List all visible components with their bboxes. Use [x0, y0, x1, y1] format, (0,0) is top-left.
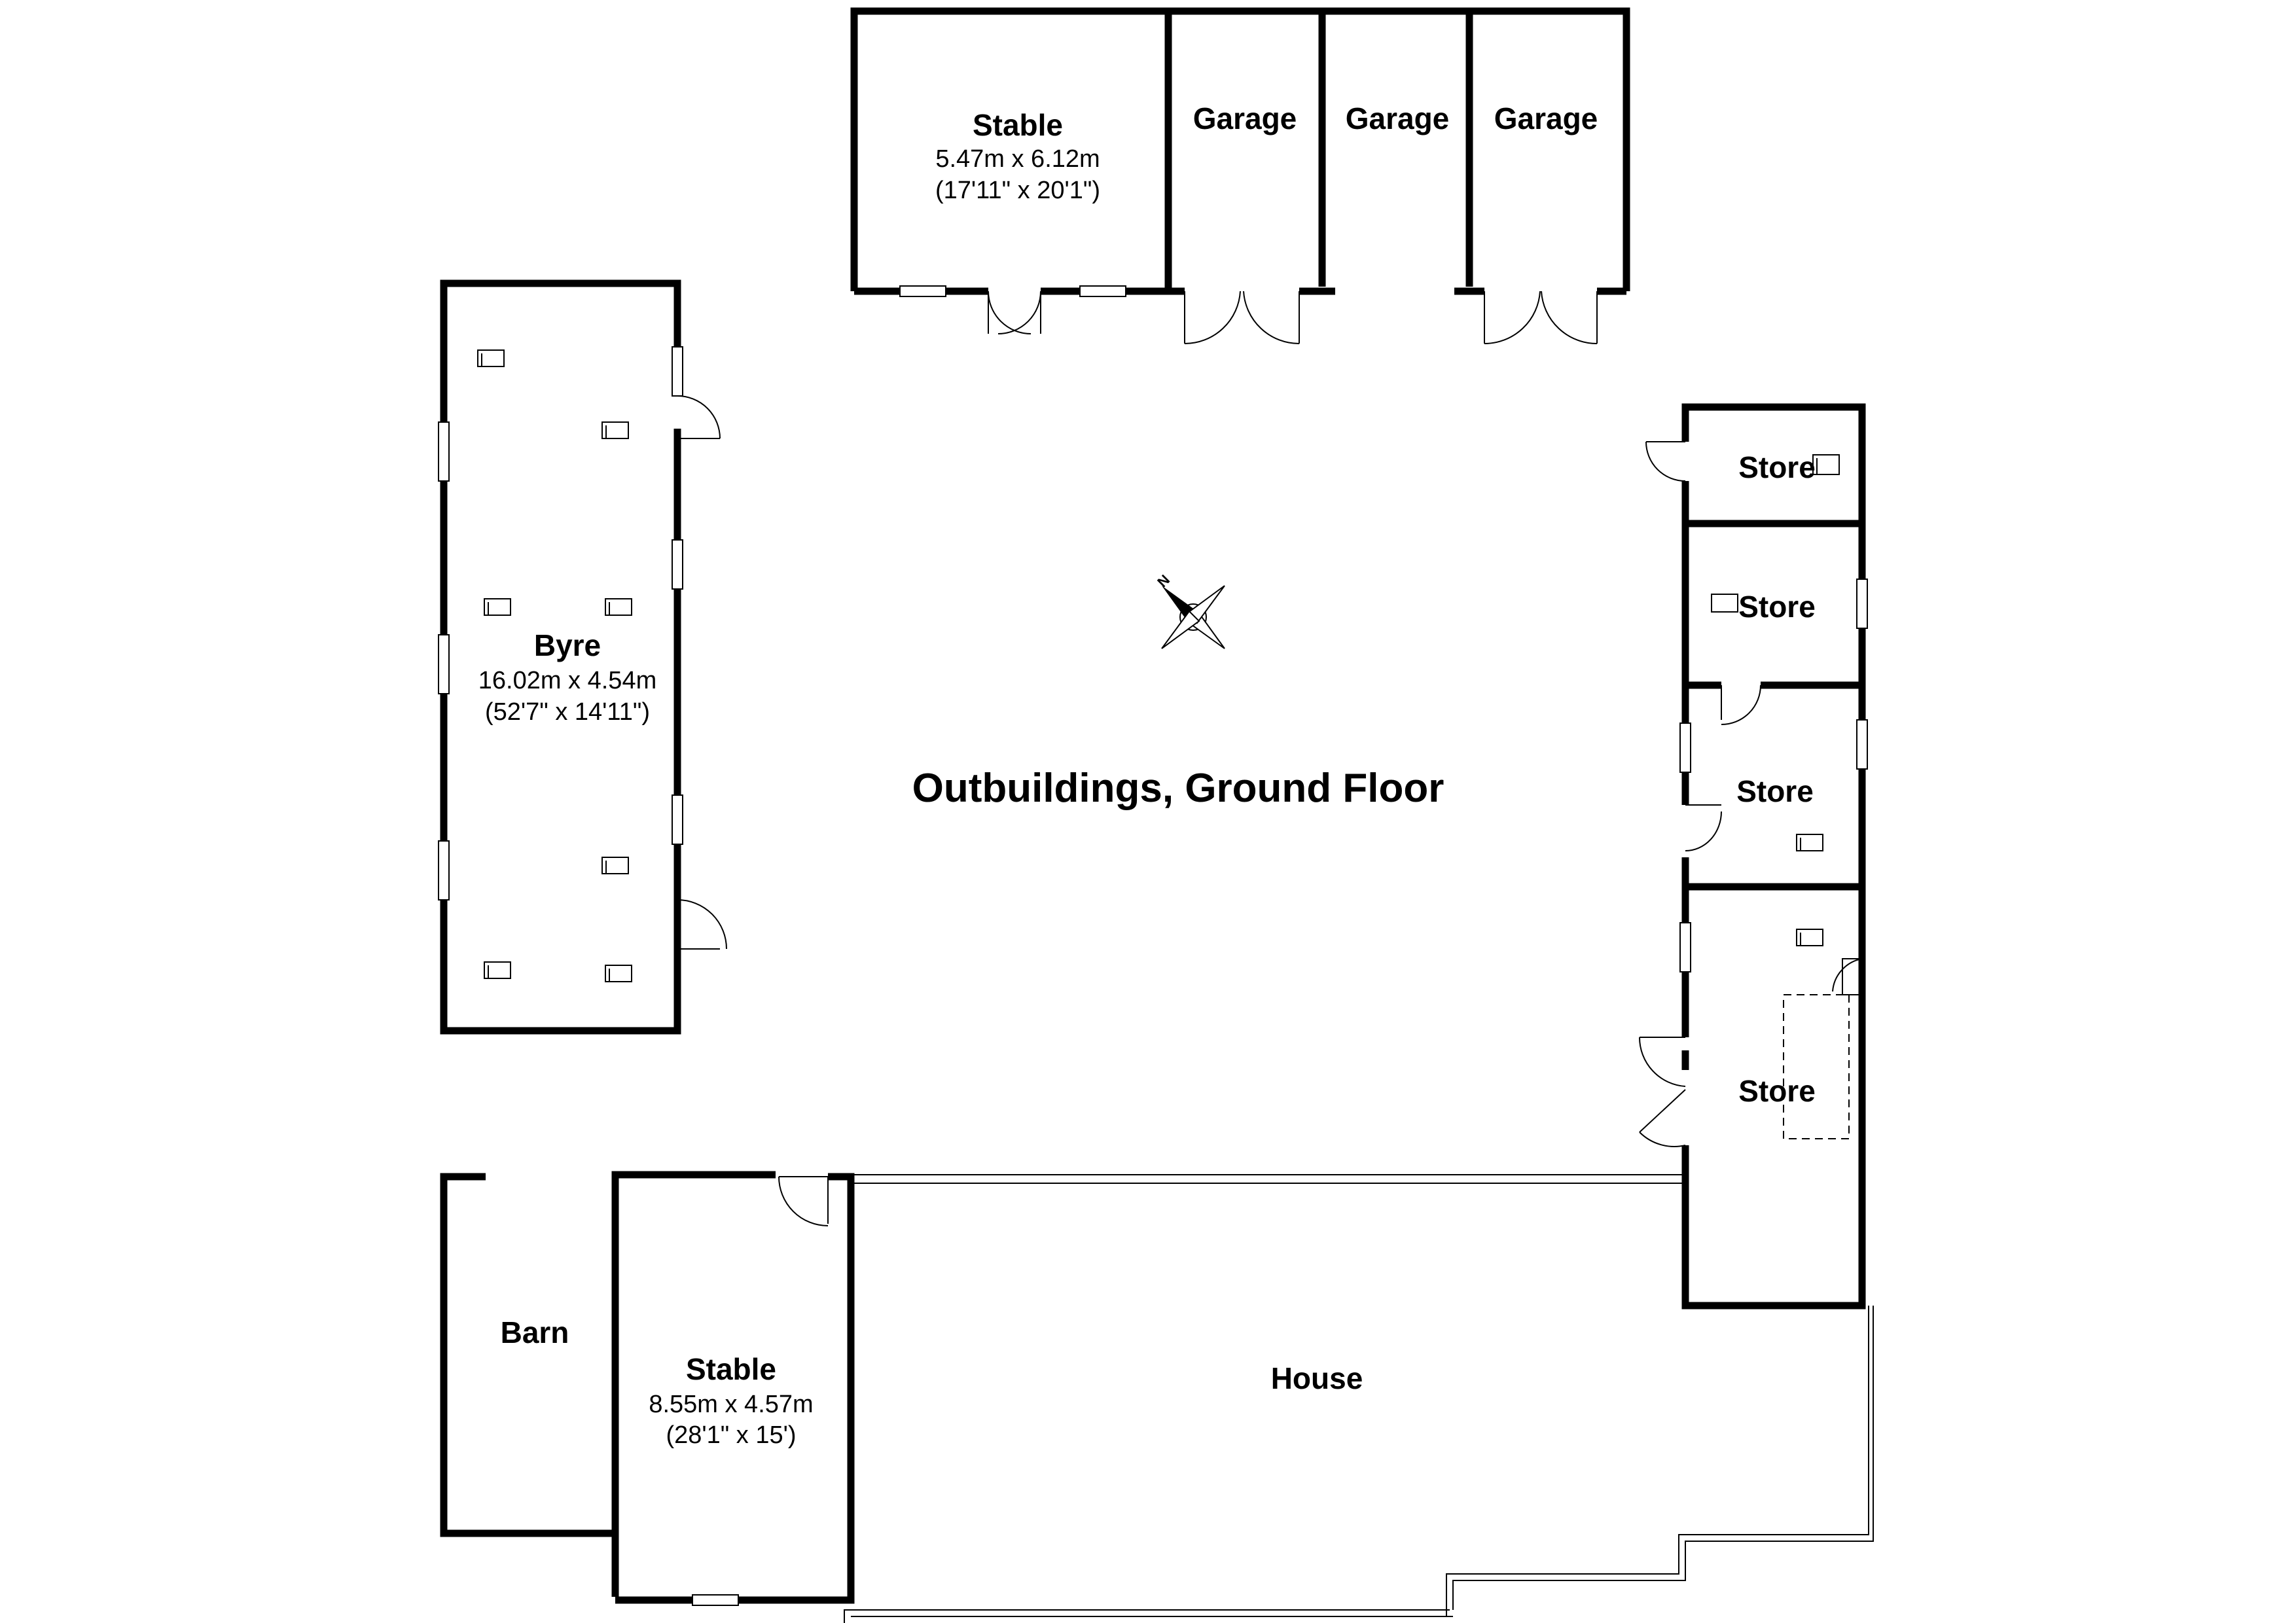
stable-top-label: Stable	[973, 108, 1063, 142]
byre-doors	[677, 395, 727, 950]
stable-bottom-window	[692, 1594, 739, 1606]
house-outline	[844, 1174, 1874, 1623]
stable-bottom-walls	[611, 1171, 855, 1604]
stable-top-metric: 5.47m x 6.12m	[935, 145, 1100, 173]
stable-bottom-imperial: (28'1" x 15')	[666, 1421, 796, 1449]
north-compass: N	[1154, 571, 1225, 649]
byre-label: Byre	[534, 628, 601, 662]
byre-windows	[438, 346, 683, 901]
top-block-windows	[899, 285, 1126, 297]
store-fixtures	[1711, 454, 1850, 1139]
top-block-doors	[988, 291, 1598, 345]
plan-title: Outbuildings, Ground Floor	[912, 766, 1444, 811]
stable-bottom-door	[778, 1176, 829, 1226]
store-wing-walls	[1681, 403, 1866, 1310]
compass-north-label: N	[1154, 571, 1173, 590]
byre-imperial: (52'7" x 14'11")	[485, 698, 650, 726]
store-2-label: Store	[1738, 590, 1816, 624]
garage-1-label: Garage	[1193, 101, 1297, 135]
top-block-walls	[850, 7, 1630, 295]
store-wing-doors	[1638, 441, 1863, 1147]
house-label: House	[1271, 1361, 1363, 1395]
store-3-label: Store	[1736, 774, 1814, 808]
byre-feeders	[477, 349, 632, 982]
store-4-label: Store	[1738, 1074, 1816, 1108]
garage-2-label: Garage	[1346, 101, 1450, 135]
garage-3-label: Garage	[1494, 101, 1598, 135]
stable-top-imperial: (17'11" x 20'1")	[935, 177, 1100, 204]
stable-bottom-metric: 8.55m x 4.57m	[649, 1391, 813, 1418]
byre-metric: 16.02m x 4.54m	[478, 667, 656, 694]
stable-bottom-label: Stable	[686, 1352, 776, 1386]
store-1-label: Store	[1738, 450, 1816, 484]
barn-walls	[440, 1173, 615, 1537]
barn-label: Barn	[501, 1315, 569, 1349]
store-wing-windows	[1679, 579, 1868, 972]
